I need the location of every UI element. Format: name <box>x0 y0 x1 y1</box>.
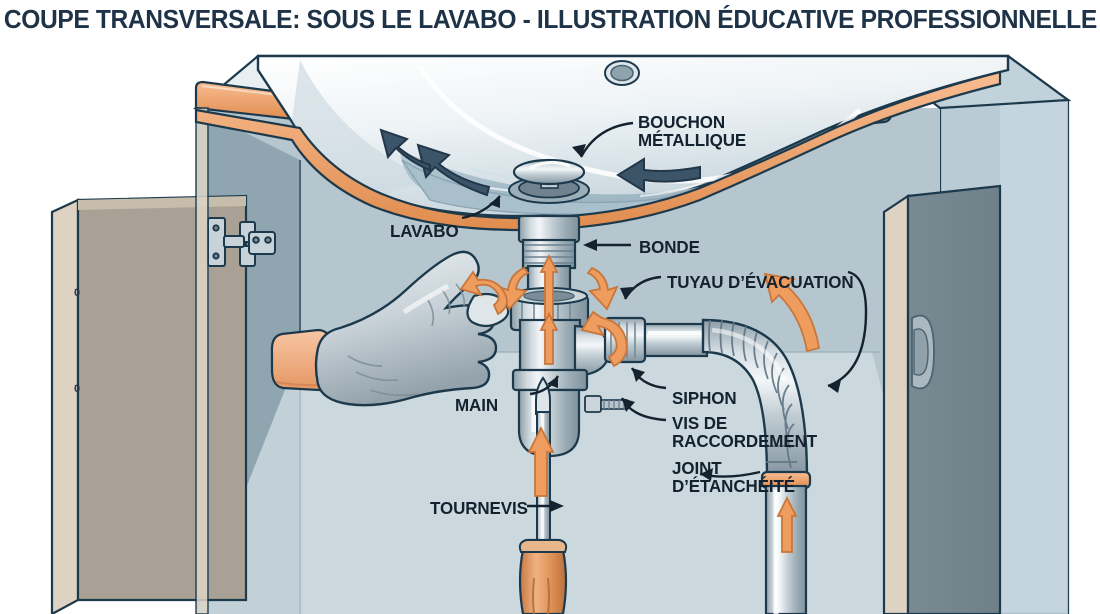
gloved-hand <box>270 250 510 407</box>
screw-head <box>584 395 602 413</box>
leader-bouchon <box>579 121 634 158</box>
leader-joint-head <box>700 468 713 481</box>
action-arrow-up-waste-pipe <box>776 495 798 553</box>
action-arrow-rotate-glove <box>459 270 508 316</box>
leader-siphon-head <box>632 368 645 382</box>
label-leader-lines <box>461 121 868 512</box>
sink-rim-orange-underside <box>194 70 1002 232</box>
metal-stopper <box>508 158 590 204</box>
drain-flange <box>517 214 581 244</box>
hinge-screw-2 <box>212 252 220 260</box>
right-door-edge-strip <box>882 193 910 614</box>
action-arrow-flow-up-right <box>763 272 821 353</box>
left-door-screw-hole-top: 0 <box>74 287 80 299</box>
leader-bonde-head <box>583 239 597 251</box>
left-door-screw-hole-bottom: 0 <box>74 383 80 395</box>
action-arrow-up-siphon <box>539 311 559 365</box>
screwdriver-handle-grooves <box>532 577 550 614</box>
cabinet-assembly: 0 0 <box>50 54 1072 614</box>
cabinet-inner-post-left <box>195 107 209 614</box>
action-arrow-up-screwdriver <box>527 425 555 497</box>
leader-vis-head <box>622 398 635 412</box>
action-arrow-rotate-right-collar <box>580 310 628 368</box>
glove-body <box>314 250 498 407</box>
label-bouchon-metallique: BOUCHON MÉTALLIQUE <box>638 112 747 151</box>
water-flow-arrows <box>379 128 701 197</box>
left-door-edge-strip <box>50 198 80 614</box>
screwdriver-handle-ferrule <box>518 539 568 553</box>
flex-hose-corrugations <box>708 319 797 469</box>
leader-tuyau-left <box>623 275 662 300</box>
label-tuyau-evacuation: TUYAU D’ÉVACUATION <box>667 272 854 292</box>
hinge-screw-4 <box>264 236 272 244</box>
glove-highlight <box>402 283 450 315</box>
leader-main-head <box>547 376 558 388</box>
label-vis-raccordement: VIS DE RACCORDEMENT <box>672 413 818 452</box>
leader-tuyau-right-head <box>828 380 841 393</box>
faucet-hole <box>604 60 640 86</box>
cabinet-hinge <box>207 217 276 267</box>
water-arrow-left-pool <box>616 157 701 193</box>
label-siphon: SIPHON <box>672 388 737 408</box>
label-lavabo: LAVABO <box>390 221 459 241</box>
action-arrows <box>459 253 821 553</box>
hinge-screw-3 <box>252 236 260 244</box>
hinge-screw-1 <box>212 224 220 232</box>
cabinet-right-door[interactable] <box>882 184 1002 614</box>
water-arrow-up-left-2 <box>379 128 431 172</box>
horizontal-drain-pipe <box>643 322 709 358</box>
label-tournevis: TOURNEVIS <box>430 498 528 518</box>
leader-lavabo-head <box>489 196 500 208</box>
water-arrow-up-left <box>416 143 491 197</box>
leader-tuyau-right <box>827 270 868 388</box>
glove-wrinkles <box>347 283 466 397</box>
stopper-highlight <box>529 160 571 170</box>
flex-hose-highlight <box>711 327 787 381</box>
right-door-face <box>906 184 1002 614</box>
leader-tournevis-head <box>550 500 564 512</box>
hinge-knuckle <box>223 235 245 248</box>
cabinet-interior-floor <box>196 352 940 614</box>
water-ripple-2 <box>639 176 717 198</box>
leader-bouchon-head <box>572 144 586 157</box>
hinge-mount-plate <box>248 231 276 255</box>
label-main: MAIN <box>455 395 498 415</box>
thread-lines <box>524 244 574 264</box>
connection-screw <box>584 395 628 413</box>
water-ripple-3 <box>469 167 521 180</box>
cabinet-right-outer-shade <box>1000 85 1068 614</box>
label-bonde: BONDE <box>639 237 700 257</box>
leader-tuyau-left-head <box>620 287 633 299</box>
label-joint-etancheite: JOINT D’ÉTANCHÉITÉ <box>672 458 796 497</box>
action-arrow-up-tailpipe <box>539 253 559 319</box>
screw-threads <box>603 400 625 409</box>
action-arrow-rotate-right-top <box>586 266 619 311</box>
right-door-handle-inner <box>913 328 929 376</box>
